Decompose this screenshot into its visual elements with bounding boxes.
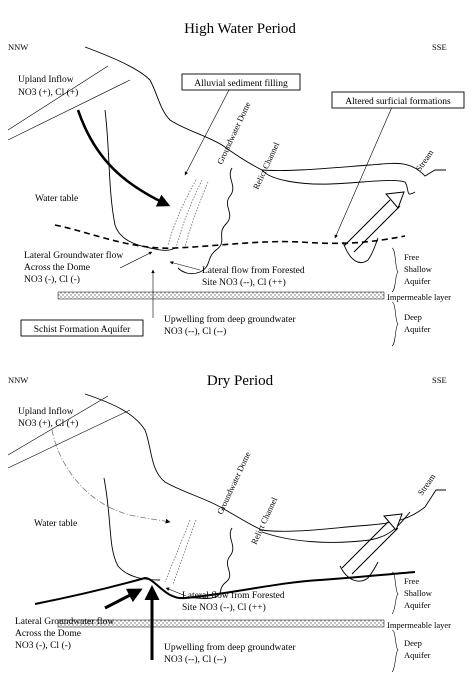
high-sse-label: SSE [432, 42, 447, 52]
high-lateral-dome-arrow [119, 251, 153, 269]
dry-free-aquifer-brace [391, 571, 399, 615]
dry-lateral-dome-arrow [104, 588, 143, 610]
high-free-aquifer-brace [391, 247, 399, 293]
high-alluvial-dotted-1 [167, 179, 197, 246]
dry-lateral-dome-label-2: Across the Dome [15, 629, 81, 639]
dry-stream-flow-arrow [341, 521, 399, 575]
dry-upland-leader-1 [7, 395, 109, 456]
dry-upwelling-label-2: NO3 (--), Cl (--) [164, 654, 226, 665]
high-impermeable-label: Impermeable layer [387, 292, 451, 302]
high-water-table-label: Water table [35, 194, 78, 204]
dry-upland-label-2: NO3 (+), Cl (+) [18, 418, 78, 429]
high-impermeable-layer [57, 291, 385, 300]
high-free-label-1: Free [404, 252, 419, 262]
high-terrain-surface [84, 46, 446, 177]
dry-water-table-label: Water table [34, 519, 77, 529]
high-relict-channel-line [177, 167, 234, 275]
dry-upwelling-label-1: Upwelling from deep groundwater [164, 642, 296, 653]
high-altered-leader-arrow [334, 106, 393, 239]
dry-terrain-surface [84, 393, 446, 532]
dry-title: Dry Period [207, 373, 274, 389]
high-lateral-forest-label-1: Lateral flow from Forested [202, 265, 305, 276]
high-stream-bank [342, 237, 379, 263]
high-upland-leader-2 [7, 79, 131, 141]
high-stream-channel [261, 169, 416, 195]
high-upland-label-2: NO3 (+), Cl (+) [18, 87, 78, 98]
high-alluvial-dotted-3 [183, 181, 209, 251]
dry-lateral-forest-arrow [165, 587, 187, 597]
high-lateral-dome-label-3: NO3 (-), Cl (-) [24, 274, 80, 285]
dry-relict-channel-line [179, 527, 234, 600]
high-altered-box [331, 91, 465, 109]
dry-deep-label-2: Aquifer [404, 650, 431, 660]
high-upland-inflow-arrow [76, 109, 171, 207]
high-free-label-3: Aquifer [404, 276, 431, 286]
high-deep-label-2: Aquifer [404, 324, 431, 334]
high-dome-label: Groundwater Dome [215, 100, 253, 166]
high-upwelling-label-1: Upwelling from deep groundwater [164, 314, 296, 325]
high-water-table-line [54, 224, 406, 249]
dry-impermeable-label: Impermeable layer [387, 620, 451, 630]
high-upwelling-label-2: NO3 (--), Cl (--) [164, 326, 226, 337]
dry-fill-lower-boundary [103, 477, 161, 581]
dry-stream-bank [339, 561, 379, 582]
high-free-label-2: Shallow [404, 264, 433, 274]
dry-deep-label-1: Deep [404, 638, 422, 648]
high-deep-label-1: Deep [404, 312, 422, 322]
high-upland-label-1: Upland Inflow [18, 74, 74, 85]
dry-free-label-3: Aquifer [404, 600, 431, 610]
dry-water-table-line [34, 571, 416, 605]
dry-impermeable-layer [57, 619, 385, 628]
dry-dome-label: Groundwater Dome [215, 450, 253, 516]
high-upland-leader-1 [7, 65, 109, 131]
high-water-panel: High Water Period NNW SSE [7, 21, 465, 347]
dry-relict-label: Relict Channel [249, 495, 280, 546]
high-stream-flow-arrow [343, 199, 401, 253]
dry-deep-aquifer-brace [391, 629, 399, 673]
dry-upland-inflow-arrow [51, 429, 171, 524]
high-fill-lower-boundary [104, 109, 176, 251]
high-nnw-label: NNW [8, 42, 28, 52]
dry-lateral-dome-label-3: NO3 (-), Cl (-) [15, 640, 71, 651]
dry-period-panel: Dry Period NNW SSE [7, 373, 451, 673]
dry-lateral-dome-label-1: Lateral Groundwater flow [15, 616, 114, 627]
dry-upland-label-1: Upland Inflow [18, 406, 74, 417]
dry-free-label-2: Shallow [404, 588, 433, 598]
dry-lateral-forest-label-2: Site NO3 (--), Cl (++) [182, 602, 266, 613]
high-alluvial-leader-arrow [184, 87, 231, 176]
dry-stream-channel [261, 511, 411, 543]
high-alluvial-label: Alluvial sediment filling [194, 78, 288, 89]
high-stream-arrow-head [385, 191, 405, 209]
high-lateral-forest-arrow [169, 261, 201, 271]
dry-sse-label: SSE [432, 375, 447, 385]
high-title: High Water Period [184, 21, 296, 37]
high-altered-label: Altered surficial formations [345, 96, 451, 107]
dry-free-label-1: Free [404, 576, 419, 586]
high-alluvial-box [181, 73, 301, 91]
dry-alluvial-dotted-1 [164, 519, 191, 583]
dry-lateral-forest-label-1: Lateral flow from Forested [182, 590, 285, 601]
dry-alluvial-dotted-2 [172, 519, 197, 585]
dry-stream-arrow-head [383, 513, 403, 531]
dry-upland-leader-2 [7, 409, 131, 469]
high-alluvial-dotted-2 [175, 179, 203, 249]
high-stream-label: Stream [413, 147, 435, 173]
high-lateral-forest-label-2: Site NO3 (--), Cl (++) [202, 277, 286, 288]
high-deep-aquifer-brace [391, 301, 399, 347]
high-schist-box [20, 319, 144, 337]
dry-nnw-label: NNW [8, 375, 28, 385]
high-relict-label: Relict Channel [251, 140, 282, 191]
high-lateral-dome-label-2: Across the Dome [24, 263, 90, 273]
high-lateral-dome-label-1: Lateral Groundwater flow [24, 250, 123, 261]
high-schist-label: Schist Formation Aquifer [34, 324, 131, 335]
